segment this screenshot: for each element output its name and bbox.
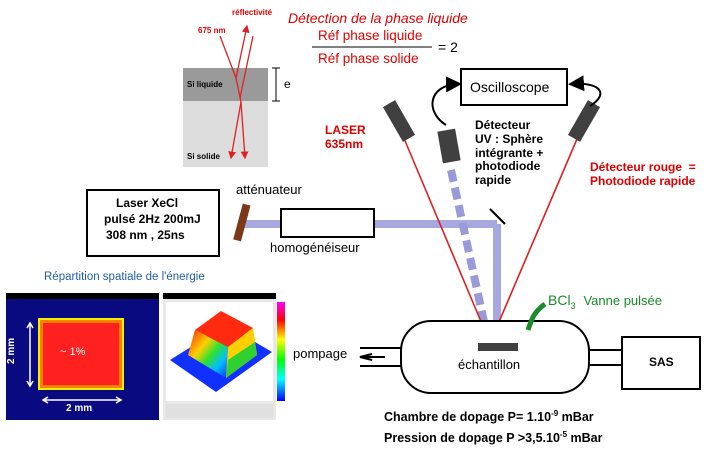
doping-pressure-exp: -5 — [559, 430, 568, 439]
oscilloscope-box: Oscilloscope — [460, 68, 568, 106]
chamber-pressure-unit: mBar — [558, 410, 594, 425]
bcl3-text: BCl — [548, 292, 571, 308]
energy-percent-label: ~ 1% — [60, 346, 86, 358]
sample-holder — [478, 343, 518, 351]
si-liquid-label: Si liquide — [187, 80, 223, 89]
chamber-pressure-main: Chambre de dopage P= 1.10 — [384, 410, 552, 425]
si-solid-label: Si solide — [187, 152, 220, 161]
bcl3-label: BCl3 Vanne pulsée — [548, 292, 662, 311]
thickness-label: e — [284, 77, 291, 91]
red-to-oscilloscope-wire — [568, 75, 602, 107]
uv-to-oscilloscope-wire — [431, 76, 462, 126]
attenuator-label: atténuateur — [236, 182, 302, 197]
energy-profile-3d — [163, 293, 285, 420]
phase-detection-title: Détection de la phase liquide — [288, 10, 468, 26]
chamber-pressure-exp: -9 — [551, 409, 559, 418]
energy-distribution-title: Répartition spatiale de l'énergie — [44, 271, 205, 283]
homogenizer-label: homogénéiseur — [270, 240, 360, 255]
chamber-pressure-text: Chambre de dopage P= 1.10-9 mBar — [384, 409, 594, 425]
valve-hose — [525, 301, 547, 331]
sas-box: SAS — [621, 336, 701, 390]
sas-label: SAS — [649, 355, 674, 369]
laser-xecl-box: Laser XeCl pulsé 2Hz 200mJ 308 nm , 25ns — [86, 189, 220, 257]
uv-reflection — [447, 169, 492, 341]
doping-pressure-main: Pression de dopage P >3,5.10 — [384, 431, 560, 446]
red-detector-body — [567, 100, 601, 142]
reflectivity-label: réflectivité — [232, 8, 273, 17]
doping-pressure-text: Pression de dopage P >3,5.10-5 mBar — [384, 430, 602, 446]
energy-profile-2d — [6, 293, 159, 420]
fraction-result: = 2 — [438, 39, 458, 55]
valve-label: Vanne pulsée — [583, 293, 663, 308]
oscilloscope-label: Oscilloscope — [470, 79, 550, 95]
laser-line1: Laser XeCl — [116, 196, 179, 210]
attenuator — [233, 203, 251, 242]
uv-detector-label: Détecteur UV : Sphère intégrante + photo… — [475, 118, 544, 188]
fraction-denominator: Réf phase solide — [318, 51, 419, 66]
doping-pressure-unit: mBar — [567, 431, 603, 446]
red-beam-out — [489, 131, 581, 344]
liquid-layer — [183, 68, 268, 101]
pumping-label: pompage — [293, 346, 348, 361]
laser-line3: 308 nm , 25ns — [106, 228, 185, 242]
mirror — [489, 208, 506, 225]
sample-label: échantillon — [458, 357, 521, 372]
laser-line2: pulsé 2Hz 200mJ — [104, 212, 201, 226]
red-beam-in — [402, 135, 491, 344]
fraction-numerator: Réf phase liquide — [318, 28, 423, 43]
laser635-label: LASER 635nm — [325, 123, 366, 151]
bcl3-subscript: 3 — [570, 300, 576, 311]
dim-y-label: 2 mm — [6, 337, 17, 364]
red-detector-label: Détecteur rouge = Photodiode rapide — [590, 160, 696, 188]
dim-x-label: 2 mm — [66, 403, 93, 414]
homogenizer — [280, 208, 375, 238]
uv-detector-body — [437, 128, 461, 164]
wavelength-label: 675 nm — [198, 26, 226, 35]
doping-chamber — [359, 301, 621, 394]
laser-635-module — [382, 100, 416, 142]
reflectivity-inset — [183, 24, 280, 167]
